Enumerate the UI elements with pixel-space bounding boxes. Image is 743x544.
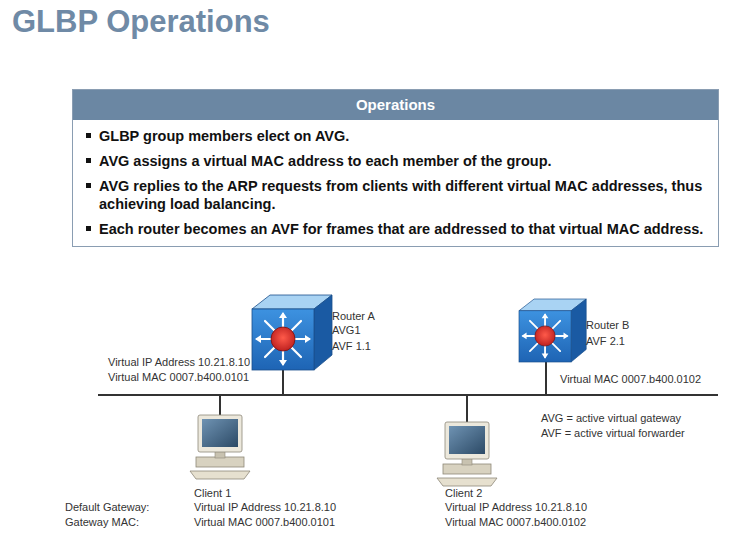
device-label: Router A (332, 310, 375, 323)
note-label: AVF = active virtual forwarder (541, 427, 685, 440)
bullet-item: Each router becomes an AVF for frames th… (85, 220, 719, 238)
bullet-item: AVG replies to the ARP requests from cli… (85, 177, 719, 213)
operations-panel: OperationsGLBP group members elect on AV… (72, 89, 719, 247)
note-label: Gateway MAC: (65, 516, 139, 529)
note-label: Default Gateway: (65, 501, 149, 514)
device-label: AVF 1.1 (332, 340, 371, 353)
router-node: Router AAVG1AVF 1.1 (252, 295, 332, 370)
note-label: Virtual MAC 0007.b400.0101 (108, 371, 249, 384)
note-label: Virtual IP Address 10.21.8.10 (445, 501, 587, 514)
bullet-text: AVG replies to the ARP requests from cli… (99, 178, 702, 212)
bullet-mark (86, 158, 91, 163)
client-node: Client 1 (190, 413, 250, 479)
device-label: Client 1 (194, 487, 231, 500)
lan-bus (98, 394, 718, 396)
computer-icon (190, 415, 250, 479)
device-label: Client 2 (445, 487, 482, 500)
client-wire (219, 395, 221, 415)
bullet-item: GLBP group members elect on AVG. (85, 127, 719, 145)
note-label: Virtual MAC 0007.b400.0102 (560, 373, 701, 386)
note-label: Virtual MAC 0007.b400.0101 (194, 516, 335, 529)
panel-heading: Operations (73, 90, 718, 120)
note-label: Virtual IP Address 10.21.8.10 (108, 356, 250, 369)
bullet-mark (86, 226, 91, 231)
router-wire (545, 362, 547, 395)
computer-icon (437, 422, 497, 486)
client-node: Client 2 (437, 420, 497, 486)
bullet-item: AVG assigns a virtual MAC address to eac… (85, 152, 719, 170)
router-icon (252, 295, 332, 370)
note-label: AVG = active virtual gateway (541, 412, 681, 425)
client-wire (466, 395, 468, 422)
router-icon (519, 299, 586, 362)
router-node: Router BAVF 2.1 (519, 299, 586, 362)
page-title: GLBP Operations (12, 4, 270, 40)
note-label: Virtual MAC 0007.b400.0102 (445, 516, 586, 529)
note-label: Virtual IP Address 10.21.8.10 (194, 501, 336, 514)
bullet-mark (86, 183, 91, 188)
bullet-text: AVG assigns a virtual MAC address to eac… (99, 153, 552, 169)
bullet-text: GLBP group members elect on AVG. (99, 128, 349, 144)
device-label: AVF 2.1 (586, 335, 625, 348)
bullet-text: Each router becomes an AVF for frames th… (99, 221, 703, 237)
device-label: AVG1 (332, 324, 361, 337)
bullet-mark (86, 133, 91, 138)
router-wire (282, 370, 284, 395)
device-label: Router B (586, 319, 629, 332)
